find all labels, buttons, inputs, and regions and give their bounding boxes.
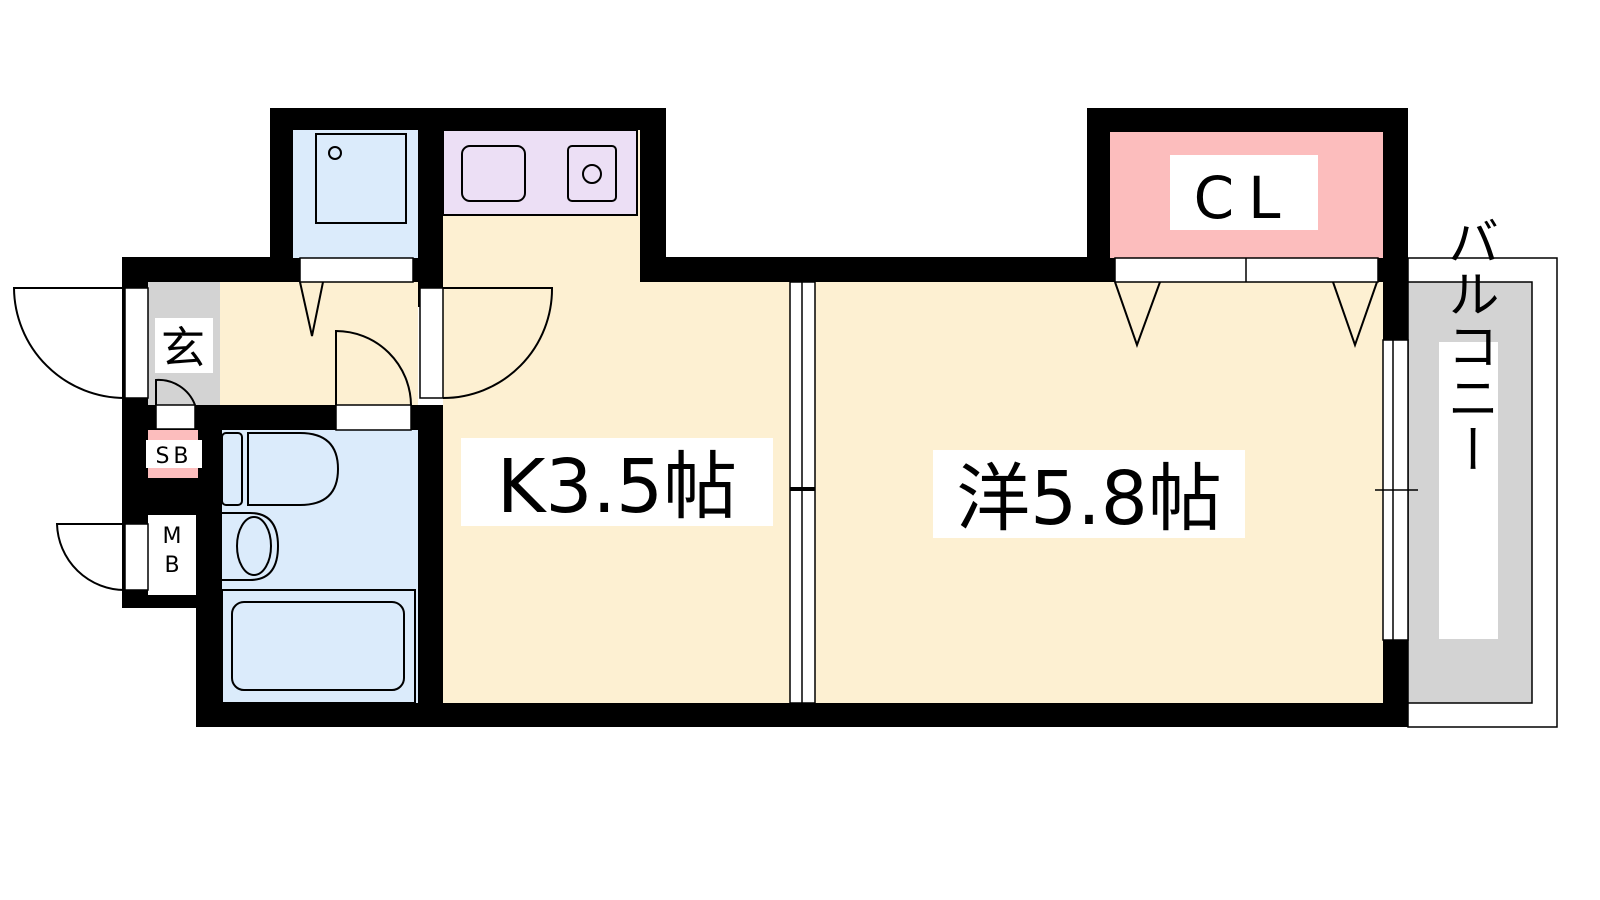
washer (315, 133, 407, 224)
bathtub-icon (221, 589, 416, 704)
basin-bowl-icon (236, 516, 272, 576)
entrance-label: 玄 (161, 323, 205, 374)
balcony-label: バルコニー (1438, 215, 1498, 475)
western-room-label: 洋5.8帖 (956, 456, 1222, 542)
sink-icon (461, 145, 526, 202)
stove (567, 145, 617, 202)
bathroom-floor (222, 430, 418, 703)
washroom-door[interactable] (299, 257, 414, 283)
bathroom-door[interactable] (335, 404, 412, 431)
kitchen-counter (442, 129, 638, 216)
kitchen-label: K3.5帖 (497, 444, 737, 530)
entrance-door-swing (12, 287, 126, 399)
washer-drain-icon (328, 146, 342, 160)
toilet-tank (221, 432, 243, 506)
toilet-icon (247, 432, 340, 506)
kitchen-door[interactable] (419, 287, 444, 399)
shoe-box-label: SB (155, 444, 192, 469)
closet-label: CL (1194, 164, 1295, 232)
meter-box-label-line2: B (164, 553, 179, 578)
shoe-box-door[interactable] (155, 404, 196, 430)
meter-box-door[interactable] (124, 523, 149, 591)
meter-box-label-line1: M (163, 524, 182, 549)
burner-icon (582, 164, 602, 184)
entrance-door[interactable] (124, 287, 149, 399)
washbasin-icon (222, 512, 280, 581)
